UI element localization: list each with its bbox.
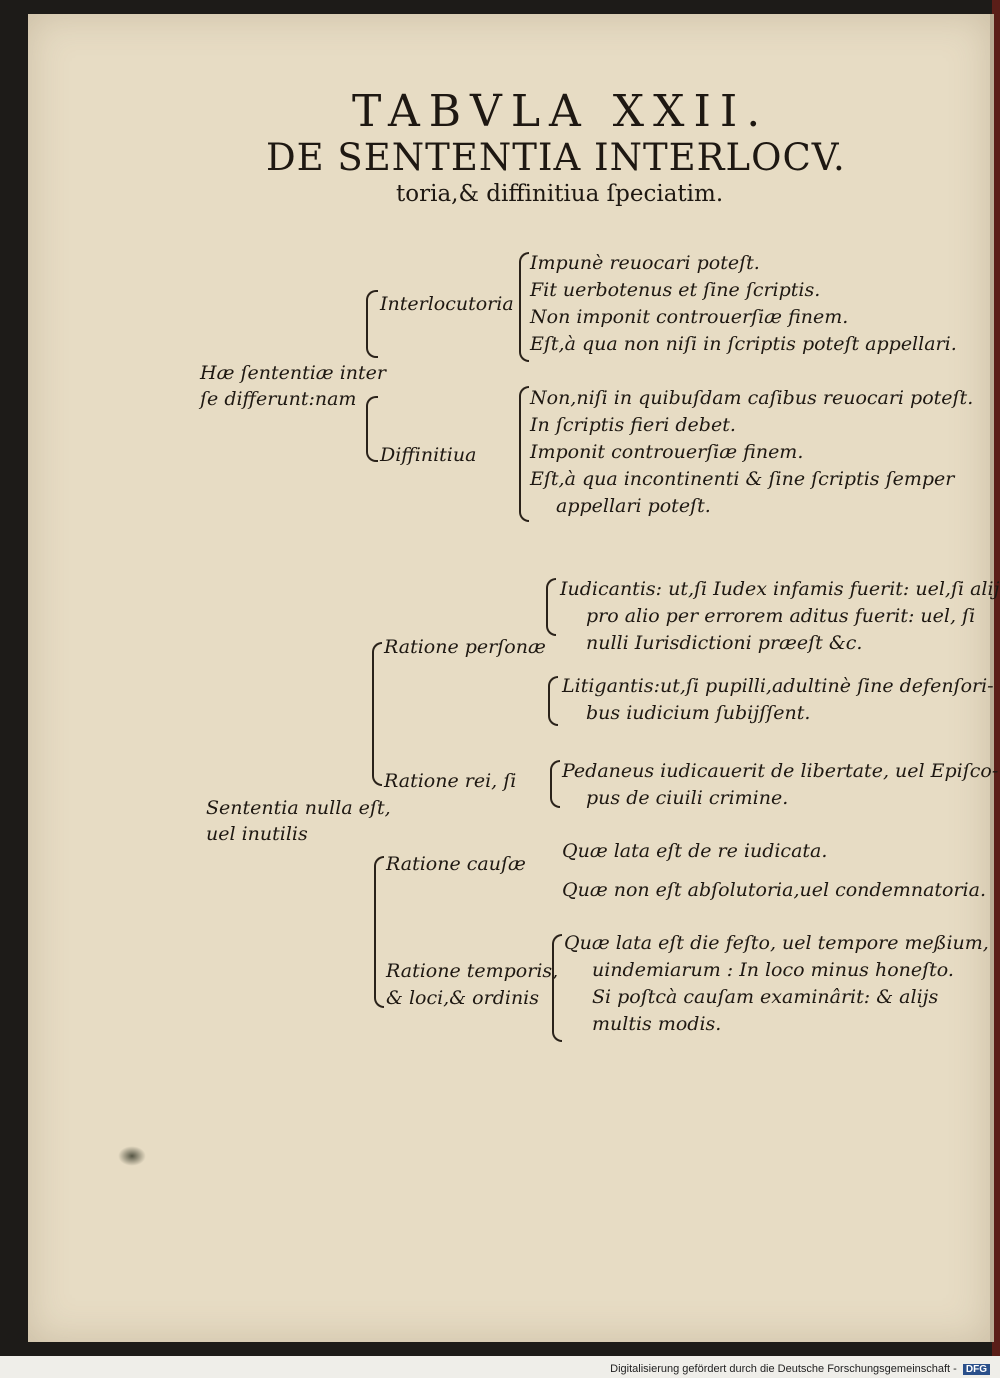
causae-item: Quæ non eſt abſolutoria,uel condemnatori… <box>562 879 986 901</box>
persona-label: Ratione perſonæ <box>384 636 546 658</box>
temporis-label-line2: & loci,& ordinis <box>386 987 540 1009</box>
causae-item: Quæ lata eſt de re iudicata. <box>562 840 828 862</box>
temporis-items-brace <box>552 934 562 1042</box>
diffinitiua-item: In ſcriptis fieri debet. <box>530 414 736 436</box>
interlocutoria-item: Non imponit controuerſiæ finem. <box>530 306 849 328</box>
interlocutoria-item: Fit uerbotenus et ſine ſcriptis. <box>530 279 821 301</box>
interlocutoria-items-brace <box>519 252 529 362</box>
book-edge <box>992 0 1000 1356</box>
diffinitiua-items-brace <box>519 386 529 522</box>
iudicantis-line: pro alio per errorem aditus fuerit: uel,… <box>586 605 976 627</box>
diffinitiua-label: Diffinitiua <box>380 444 477 466</box>
interlocutoria-item: Impunè reuocari poteſt. <box>530 252 760 274</box>
rei-item: Pedaneus iudicauerit de libertate, uel E… <box>562 760 999 782</box>
persona-rei-brace <box>372 642 382 786</box>
litigantis-line: bus iudicium ſubijſſent. <box>586 702 811 724</box>
temporis-item: uindemiarum : In loco minus honeſto. <box>592 959 954 981</box>
diffinitiua-item: Imponit controuerſiæ finem. <box>530 441 804 463</box>
page-paper <box>28 14 994 1342</box>
rei-label: Ratione rei, ſi <box>384 770 517 792</box>
dfg-logo-icon: DFG <box>962 1364 990 1375</box>
diffinitiua-brace <box>366 396 378 462</box>
interlocutoria-label: Interlocutoria <box>380 293 514 315</box>
rei-item: pus de ciuili crimine. <box>586 787 789 809</box>
causae-temporis-brace <box>374 856 384 1008</box>
diffinitiua-item: Eſt,à qua incontinenti & ſine ſcriptis ſ… <box>530 468 955 490</box>
iudicantis-line: Iudicantis: ut,ſi Iudex infamis fuerit: … <box>560 578 1000 600</box>
temporis-item: Quæ lata eſt die feſto, uel tempore meßi… <box>564 932 989 954</box>
rei-items-brace <box>550 760 560 808</box>
page-subtitle-continued: toria,& diffinitiua ſpeciatim. <box>396 181 724 207</box>
section2-root-line2: uel inutilis <box>206 823 308 845</box>
litigantis-brace <box>548 676 558 726</box>
iudicantis-line: nulli Iurisdictioni præeſt &c. <box>586 632 863 654</box>
temporis-item: multis modis. <box>592 1013 722 1035</box>
page-title: TABVLA XXII. <box>352 86 770 137</box>
section1-root-line1: Hæ ſententiæ inter <box>200 362 386 384</box>
interlocutoria-item: Eſt,à qua non niſi in ſcriptis poteſt ap… <box>530 333 957 355</box>
section2-root-line1: Sententia nulla eſt, <box>206 797 391 819</box>
litigantis-line: Litigantis:ut,ſi pupilli,adultinè ſine d… <box>562 675 994 697</box>
temporis-item: Si poſtcà cauſam examinârit: & alijs <box>592 986 939 1008</box>
interlocutoria-brace <box>366 290 378 358</box>
temporis-label-line1: Ratione temporis, <box>386 960 559 982</box>
iudicantis-brace <box>546 578 556 636</box>
section1-root-line2: ſe differunt:nam <box>200 388 357 410</box>
diffinitiua-item: Non,niſi in quibuſdam caſibus reuocari p… <box>530 387 974 409</box>
diffinitiua-item: appellari poteſt. <box>556 495 711 517</box>
page-subtitle: DE SENTENTIA INTERLOCV. <box>266 136 846 179</box>
printer-ornament-mark <box>118 1146 146 1166</box>
causae-label: Ratione cauſæ <box>386 853 526 875</box>
credit-text: Digitalisierung gefördert durch die Deut… <box>610 1363 957 1375</box>
digitization-credit: Digitalisierung gefördert durch die Deut… <box>610 1363 990 1375</box>
